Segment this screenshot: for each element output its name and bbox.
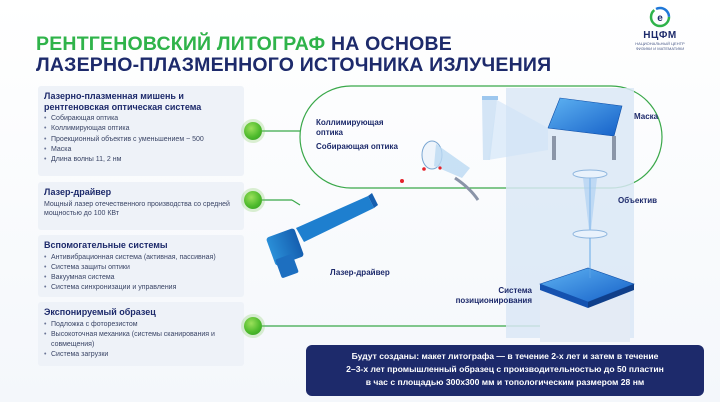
title-accent: РЕНТГЕНОВСКИЙ ЛИТОГРАФ	[36, 33, 326, 55]
title-line1: НА ОСНОВЕ	[325, 33, 452, 55]
optics-outline	[299, 85, 663, 189]
list-item: Проекционный объектив с уменьшением ~ 50…	[44, 135, 238, 146]
laser-driver-device	[266, 193, 378, 278]
notice-banner: Будут созданы: макет литографа — в течен…	[306, 345, 704, 396]
list-item: Антивибрационная система (активная, пасс…	[44, 253, 238, 264]
objective-beam-cone	[583, 178, 597, 230]
connector-dot-1	[244, 122, 262, 140]
wafer-chip-side	[540, 284, 588, 308]
target-nozzle	[454, 176, 480, 201]
notice-line-3: в час с площадью 300х300 мм и топологиче…	[365, 377, 645, 387]
objective-lens-top	[572, 169, 608, 179]
panel-heading: Лазерно-плазменная мишень и рентгеновска…	[44, 91, 202, 112]
panel-target-optics: Лазерно-плазменная мишень и рентгеновска…	[38, 86, 244, 176]
list-item: Вакуумная система	[44, 273, 238, 284]
label-objective: Объектив	[618, 196, 658, 205]
panel-heading: Вспомогательные системы	[44, 240, 168, 250]
mask-pin-2	[612, 136, 616, 160]
logo-name: НЦФМ	[643, 30, 677, 41]
laser-point-2	[422, 167, 426, 171]
label-laser-driver: Лазер-драйвер	[330, 268, 390, 277]
logo-subtitle-1: НАЦИОНАЛЬНЫЙ ЦЕНТР	[635, 41, 685, 46]
mask-pin-1	[552, 136, 556, 160]
label-mask: Маска	[634, 112, 659, 121]
connector-dot-4	[244, 317, 262, 335]
list-item: Маска	[44, 145, 238, 156]
panel-exposed-sample: Экспонируемый образец Подложка с фоторез…	[38, 302, 244, 366]
slide-title: РЕНТГЕНОВСКИЙ ЛИТОГРАФ НА ОСНОВЕ ЛАЗЕРНО…	[36, 34, 551, 76]
list-item: Система защиты оптики	[44, 263, 238, 274]
connector-dot-2	[244, 191, 262, 209]
title-line2: ЛАЗЕРНО-ПЛАЗМЕННОГО ИСТОЧНИКА ИЗЛУЧЕНИЯ	[36, 54, 552, 76]
collimating-mirror	[482, 96, 498, 100]
ncfm-logo: e НЦФМ НАЦИОНАЛЬНЫЙ ЦЕНТР ФИЗИКИ И МАТЕМ…	[620, 6, 700, 60]
wafer-chip-side2	[588, 284, 634, 308]
panel-heading: Экспонируемый образец	[44, 307, 156, 317]
label-positioning-system: Система позиционирования	[455, 286, 532, 305]
logo-subtitle-2: ФИЗИКИ И МАТЕМАТИКИ	[635, 46, 685, 51]
list-item: Система синхронизации и управления	[44, 283, 238, 294]
panel-auxiliary-systems: Вспомогательные системы Антивибрационная…	[38, 235, 244, 297]
beam-collimating	[482, 98, 497, 160]
list-item: Система загрузки	[44, 350, 238, 361]
list-item: Высокоточная механика (системы сканирова…	[44, 330, 238, 351]
logo-mark-icon: e	[649, 6, 671, 28]
beam-to-mask	[488, 100, 548, 160]
collecting-beam	[434, 144, 470, 178]
list-item: Собирающая оптика	[44, 114, 238, 125]
notice-line-1: Будут созданы: макет литографа — в течен…	[351, 351, 659, 361]
laser-point-1	[400, 179, 404, 183]
label-collimating-optics: Коллимирующая оптика	[316, 118, 384, 137]
panel-heading: Лазер-драйвер	[44, 187, 112, 197]
panel-laser-driver: Лазер-драйвер Мощный лазер отечественног…	[38, 182, 244, 230]
panel-text: Мощный лазер отечественного производства…	[44, 200, 230, 218]
laser-point-3	[438, 166, 442, 170]
list-item: Коллимирующая оптика	[44, 124, 238, 135]
objective-stand	[540, 300, 630, 342]
connector-line-2b	[291, 199, 301, 206]
list-item: Подложка с фоторезистом	[44, 320, 238, 331]
svg-text:e: e	[657, 13, 663, 24]
notice-line-2: 2–3-х лет промышленный образец с произво…	[346, 364, 664, 374]
list-item: Длина волны 11, 2 нм	[44, 155, 238, 166]
label-collecting-optics: Собирающая оптика	[316, 142, 398, 151]
objective-lens-bottom	[572, 229, 608, 239]
